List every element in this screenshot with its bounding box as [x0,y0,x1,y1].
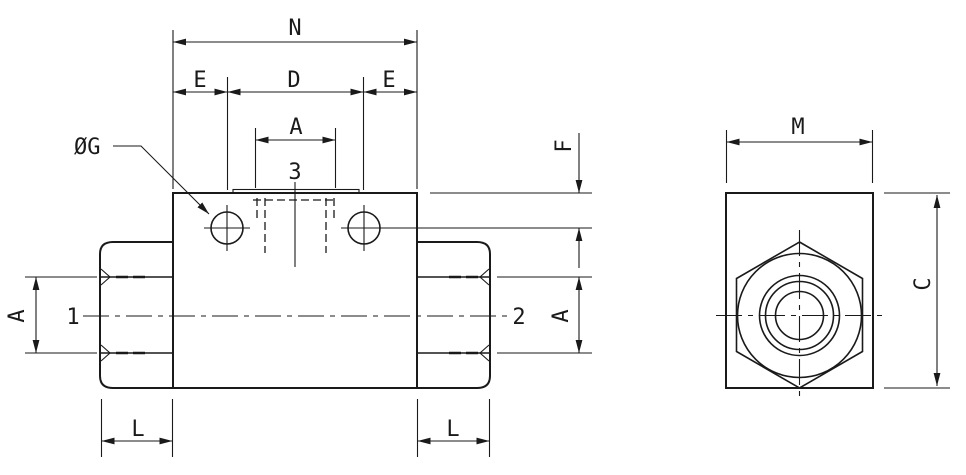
hex-nut-right-chamfer-top [479,268,490,286]
front-view [83,182,592,389]
dim-c-label: C [911,277,936,290]
hex-nut-left-chamfer-top [100,268,111,286]
dim-a-right-label: A [549,309,574,322]
hex-end-view [735,241,864,389]
dim-l-left-label: L [131,417,144,442]
hex-nut-right [416,241,491,389]
hex-nut-right-chamfer-bottom [479,344,490,362]
dim-f-label: F [552,139,577,152]
port2-label: 2 [512,305,525,330]
dim-d-label: D [287,68,300,93]
port1-label: 1 [66,305,79,330]
dim-m-label: M [791,115,804,140]
port3-label: 3 [288,160,301,185]
dim-e-left-label: E [193,68,206,93]
hex-nut-left [99,241,174,389]
dim-og-leader [113,145,210,215]
hex-nut-left-chamfer-bottom [100,344,111,362]
hex-chamfer-circle [736,252,863,379]
dim-n-label: N [288,16,301,41]
dimensions: N E D E A 3 ØG F A A 1 2 [5,16,950,457]
dim-l-right-label: L [446,417,459,442]
dim-a-top-label: A [289,115,302,140]
dim-og-label: ØG [74,135,101,160]
dim-e-right-label: E [382,68,395,93]
side-view [716,192,884,400]
port3-boss [232,188,360,194]
dim-a-left-label: A [5,309,30,322]
